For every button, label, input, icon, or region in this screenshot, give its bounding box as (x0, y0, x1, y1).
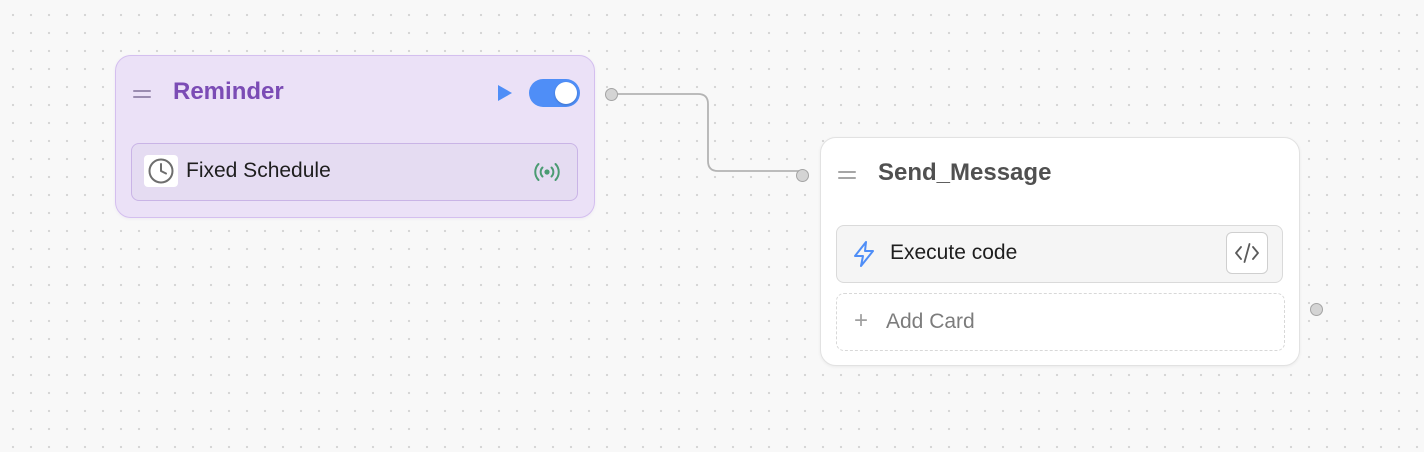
node-title: Reminder (173, 78, 284, 105)
clock-icon (144, 155, 178, 187)
code-editor-button[interactable] (1226, 232, 1268, 274)
add-card-button[interactable]: + Add Card (836, 293, 1285, 351)
code-icon (1235, 243, 1259, 263)
toggle-knob (555, 82, 577, 104)
fixed-schedule-card[interactable]: Fixed Schedule (131, 143, 578, 201)
node-title: Send_Message (878, 159, 1052, 186)
add-card-label: Add Card (886, 310, 975, 333)
execute-code-card[interactable]: Execute code (836, 225, 1283, 283)
edge-reminder-to-send-message[interactable] (611, 93, 802, 172)
send-message-output-port[interactable] (1310, 303, 1323, 316)
send-message-input-port[interactable] (796, 169, 809, 182)
card-label: Execute code (890, 241, 1018, 264)
drag-handle-icon[interactable] (133, 89, 151, 99)
card-label: Fixed Schedule (186, 159, 331, 182)
reminder-output-port[interactable] (605, 88, 618, 101)
enable-toggle[interactable] (529, 79, 580, 107)
reminder-node[interactable]: Reminder Fixed Schedule (115, 55, 595, 218)
plus-icon: + (854, 307, 869, 334)
run-button[interactable] (494, 81, 516, 105)
broadcast-icon (534, 163, 560, 181)
send-message-node[interactable]: Send_Message Execute code + Add Card (820, 137, 1300, 366)
bolt-icon (854, 241, 874, 267)
drag-handle-icon[interactable] (838, 170, 856, 180)
play-icon (498, 85, 512, 101)
